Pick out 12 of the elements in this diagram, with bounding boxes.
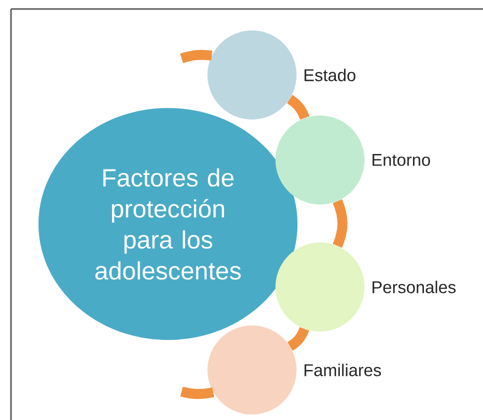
- factor-circle: [208, 30, 296, 120]
- factor-circle: [208, 326, 296, 414]
- factor-circle: [276, 116, 364, 204]
- circle-label: Estado: [304, 68, 356, 82]
- arc-connector: [287, 327, 310, 351]
- circle-label: Personales: [372, 280, 456, 294]
- factor-circle: [276, 242, 364, 332]
- circle-label: Familiares: [304, 364, 381, 376]
- arc-connector: [180, 50, 212, 64]
- arc-connector: [286, 94, 310, 120]
- arc-connector: [180, 386, 214, 399]
- circle-label: Entorno: [372, 154, 430, 166]
